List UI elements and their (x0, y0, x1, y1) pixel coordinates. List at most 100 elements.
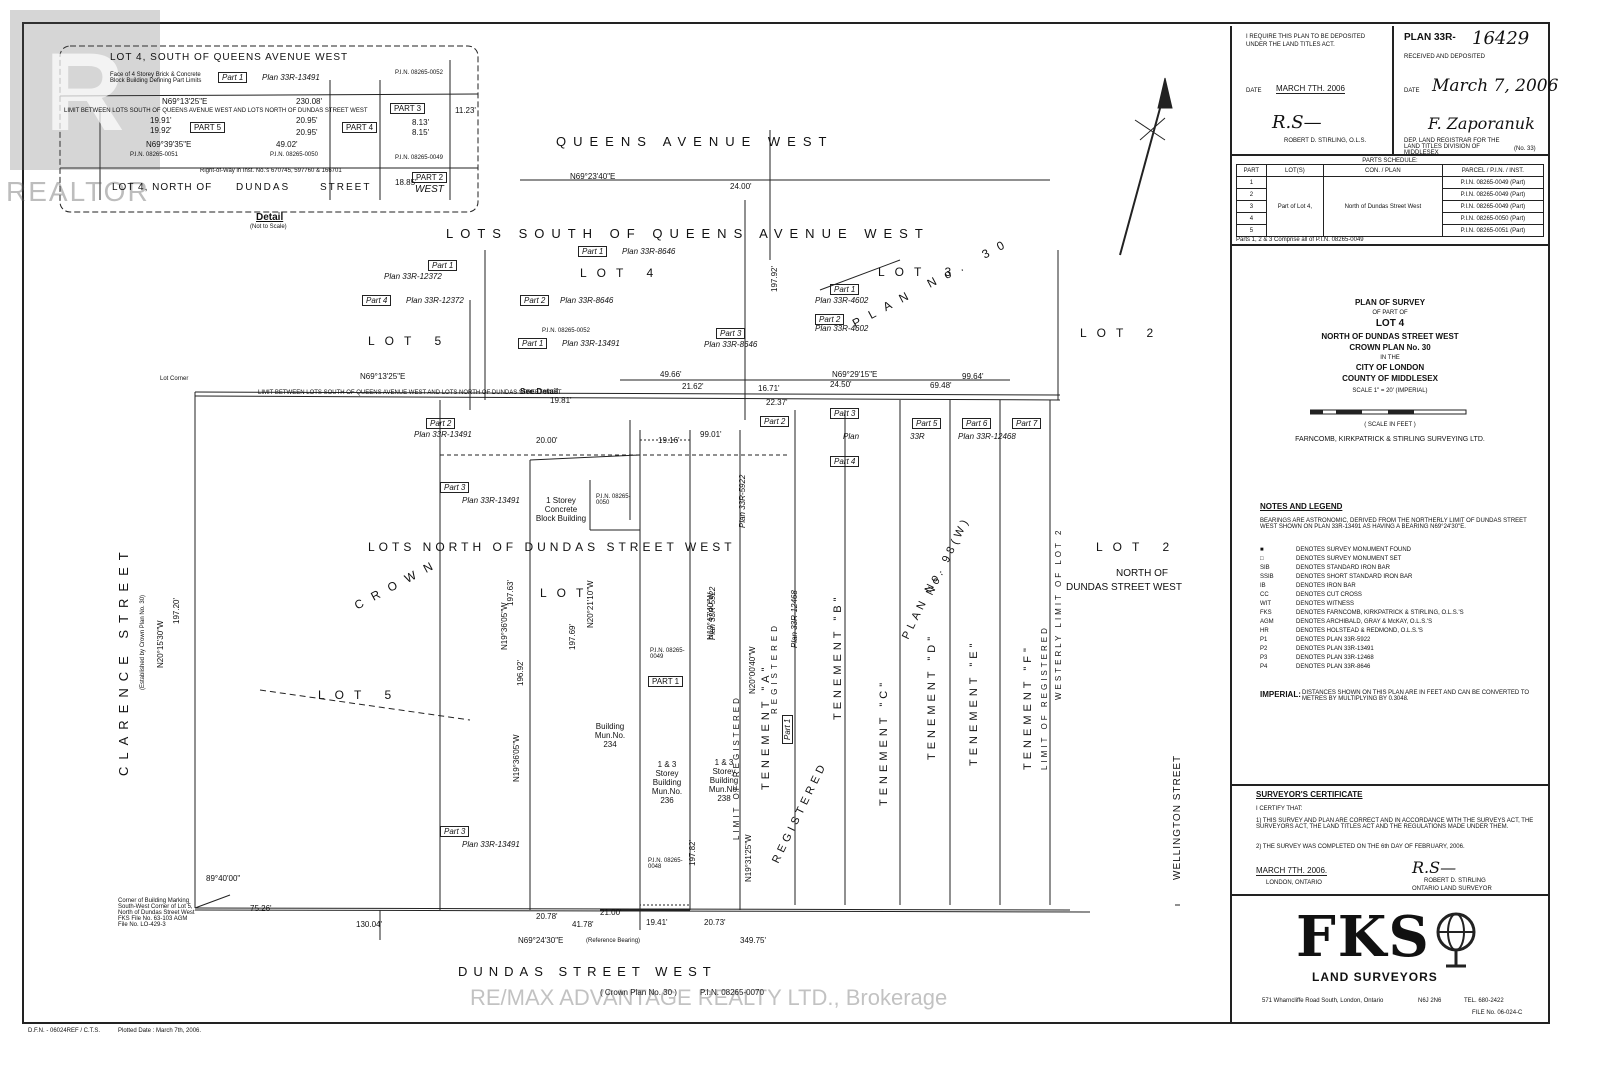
part1-12372-box: Part 1 (428, 260, 458, 271)
detail-top-label: LOT 4, SOUTH OF QUEENS AVENUE WEST (110, 52, 349, 63)
lot2-north-label: NORTH OF (1116, 568, 1169, 579)
lot-mid-label: LOT (540, 586, 594, 600)
detail-pin3: P.I.N. 08265-0050 (270, 152, 318, 158)
pin-0049-main: P.I.N. 08265-0049 (650, 648, 685, 660)
dfn-label: D.F.N. - 06024REF / C.T.S. (28, 1028, 101, 1034)
plan-13491-mid: Plan 33R-13491 (462, 496, 520, 505)
queens-bearing: N69°23'40"E (570, 172, 616, 181)
bearings-note: BEARINGS ARE ASTRONOMIC, DERIVED FROM TH… (1260, 518, 1527, 530)
bearing-n19-building: N19°36'05"W (512, 734, 521, 782)
title-block: I REQUIRE THIS PLAN TO BE DEPOSITED UNDE… (1230, 26, 1558, 1022)
pin-0052-main: P.I.N. 08265-0052 (542, 328, 590, 334)
lots-north-label: LOTS NORTH OF DUNDAS STREET WEST (368, 540, 736, 554)
part3-8646-box: Part 3 (716, 328, 746, 339)
tenement-c-label: TENEMENT "C" (878, 678, 890, 806)
dundas-street-label: DUNDAS STREET WEST (458, 964, 717, 979)
plan-12372-label: Plan 33R-12372 (384, 272, 442, 281)
limit-line-label: LIMIT BETWEEN LOTS SOUTH OF QUEENS AVENU… (258, 390, 562, 396)
plan-13491-left: Plan 33R-13491 (414, 430, 472, 439)
firm-address: 571 Wharncliffe Road South, London, Onta… (1262, 998, 1384, 1004)
detail-title: Detail (256, 212, 284, 223)
dist-19720: 197.20' (172, 598, 181, 624)
title-1: PLAN OF SURVEY (1354, 298, 1426, 307)
legend-item: □DENOTES SURVEY MONUMENT SET (1260, 556, 1402, 562)
fks-subtitle: LAND SURVEYORS (1312, 970, 1438, 984)
part1-4602-box: Part 1 (830, 284, 860, 295)
detail-row-note: Right-of-Way in Inst. No.'s 670745, 5977… (200, 168, 342, 174)
dist-130: 130.04' (356, 920, 382, 929)
dist-1916: 19.16' (658, 436, 680, 445)
cert-item-1: 1) THIS SURVEY AND PLAN ARE CORRECT AND … (1256, 818, 1534, 830)
dist-4966: 49.66' (660, 370, 682, 379)
tenement-f-label: TENEMENT "F" (1022, 644, 1034, 770)
lot5-mid-label: LOT 5 (318, 688, 402, 702)
wellington-street-label: WELLINGTON STREET (1172, 754, 1183, 880)
detail-bearing1: N69°13'25"E (162, 97, 208, 106)
file-no: FILE No. 06-024-C (1472, 1010, 1523, 1016)
dist-2162: 21.62' (682, 382, 704, 391)
parts-table: PART LOT(S) CON. / PLAN PARCEL / P.I.N. … (1236, 164, 1545, 237)
schedule-note: Parts 1, 2 & 3 Comprise all of P.I.N. 08… (1236, 237, 1364, 243)
received-label: RECEIVED AND DEPOSITED (1404, 54, 1486, 60)
title-5: CROWN PLAN No. 30 (1349, 343, 1431, 352)
limit-registered-b: LIMIT OF REGISTERED (1040, 625, 1049, 770)
part4-box: Part 4 (830, 456, 860, 467)
clarence-note: (Established by Crown Plan No. 30) (140, 594, 146, 690)
plan-12468-mid: Plan 33R-12468 (790, 590, 799, 648)
scale-note: ( SCALE IN FEET ) (1364, 422, 1416, 428)
table-row-pin: P.I.N. 08265-0051 (Part) (1441, 224, 1545, 237)
title-6: IN THE (1380, 355, 1400, 361)
title-3: LOT 4 (1375, 318, 1405, 329)
dist-2000-a: 20.00' (536, 436, 558, 445)
part2-4602-box: Part 2 (815, 314, 845, 325)
plan-13491-bottom: Plan 33R-13491 (462, 840, 520, 849)
bearing-n19: N19°36'05"W (500, 602, 509, 650)
plan-no-label: PLAN 33R- (1404, 32, 1456, 43)
detail-dist3: 19.92' (150, 126, 172, 135)
dist-19782: 197.82' (688, 840, 697, 866)
dist-9964: 99.64' (962, 372, 984, 381)
part6-box: Part 6 (962, 418, 992, 429)
detail-pin2: P.I.N. 08265-0051 (130, 152, 178, 158)
cert-title: SURVEYOR'S CERTIFICATE (1256, 790, 1363, 799)
detail-subtitle: (Not to Scale) (250, 224, 287, 230)
lot3-label: LOT 3 (878, 265, 962, 279)
part5-box: Part 5 (912, 418, 942, 429)
cert-place: LONDON, ONTARIO (1266, 880, 1322, 886)
corner-note: Corner of Building Marking South-West Co… (118, 898, 195, 928)
dist-9901: 99.01' (700, 430, 722, 439)
plan-title-section: PLAN OF SURVEY OF PART OF LOT 4 NORTH OF… (1232, 246, 1548, 786)
plan-8646-b: Plan 33R-8646 (560, 296, 614, 305)
queens-avenue-label: QUEENS AVENUE WEST (556, 134, 834, 149)
clarence-street-label: CLARENCE STREET (116, 545, 131, 776)
pin-dundas: P.I.N. 08265-0070 (700, 988, 764, 997)
cert-item-2: 2) THE SURVEY WAS COMPLETED ON THE 6th D… (1256, 844, 1465, 850)
imperial-label: IMPERIAL: (1260, 690, 1301, 699)
lot-corner-label: Lot Corner (160, 376, 189, 382)
require-line2: UNDER THE LAND TITLES ACT. (1246, 42, 1335, 48)
title-4: NORTH OF DUNDAS STREET WEST (1321, 332, 1459, 341)
schedule-title: PARTS SCHEDULE: (1362, 158, 1418, 164)
detail-note1: Face of 4 Storey Brick & Concrete Block … (110, 72, 202, 84)
detail-bottom-a: LOT 4, NORTH OF (112, 182, 213, 193)
dist-1981: 19.81' (550, 396, 572, 405)
angle-label: 89°40'00" (206, 874, 241, 883)
table-row-part: 2 (1236, 188, 1267, 201)
dundas-bearing: N69°24'30"E (518, 936, 564, 945)
registrar-signature: F. Zaporanuk (1428, 114, 1535, 133)
detail-dist10: 18.85' (395, 178, 417, 187)
table-row-part: 5 (1236, 224, 1267, 237)
registrar-title: DEP. LAND REGISTRAR FOR THE LAND TITLES … (1404, 138, 1500, 156)
date-label-left: DATE (1246, 88, 1262, 94)
part3-plan-box: Part 3 (830, 408, 860, 419)
part2-8646-box: Part 2 (520, 295, 550, 306)
surveyor-signature: R.S— (1272, 112, 1322, 133)
plan-8646-c: Plan 33R-8646 (704, 340, 758, 349)
